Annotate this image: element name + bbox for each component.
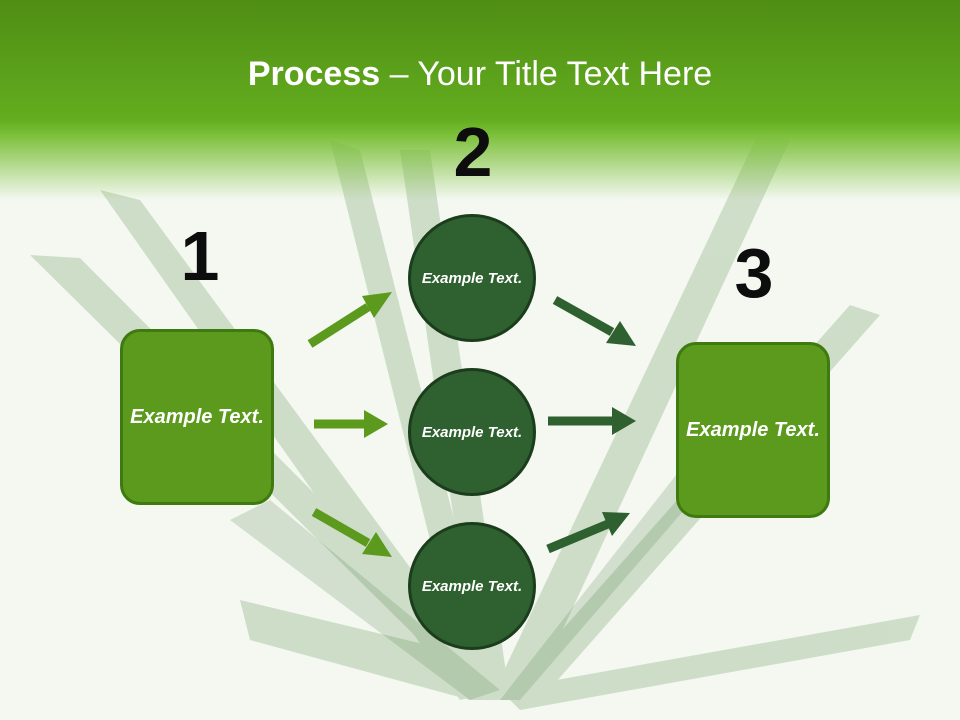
circle-middle-text: Example Text. [421,423,523,441]
arrow-bottom-to-right [546,512,630,554]
step-number-2: 2 [453,113,493,191]
header-band [0,0,960,200]
step-number-1: 1 [180,217,220,295]
circle-bottom: Example Text. [408,522,536,650]
arrow-left-to-middle [314,410,388,438]
left-process-box: Example Text. [120,329,274,505]
circle-bottom-text: Example Text. [421,577,523,595]
circle-top: Example Text. [408,214,536,342]
right-process-box: Example Text. [676,342,830,518]
left-box-text: Example Text. [130,405,264,428]
circle-top-text: Example Text. [421,269,523,287]
circle-middle: Example Text. [408,368,536,496]
arrow-middle-to-right [548,407,636,435]
arrow-top-to-right [552,296,636,346]
title-bold-word: Process [247,55,381,93]
step-number-3: 3 [734,234,774,312]
slide-title: Process – Your Title Text Here [0,52,960,96]
arrow-left-to-bottom [311,508,392,557]
arrow-left-to-top [307,292,392,348]
right-box-text: Example Text. [686,418,820,441]
title-rest: – Your Title Text Here [380,55,713,93]
